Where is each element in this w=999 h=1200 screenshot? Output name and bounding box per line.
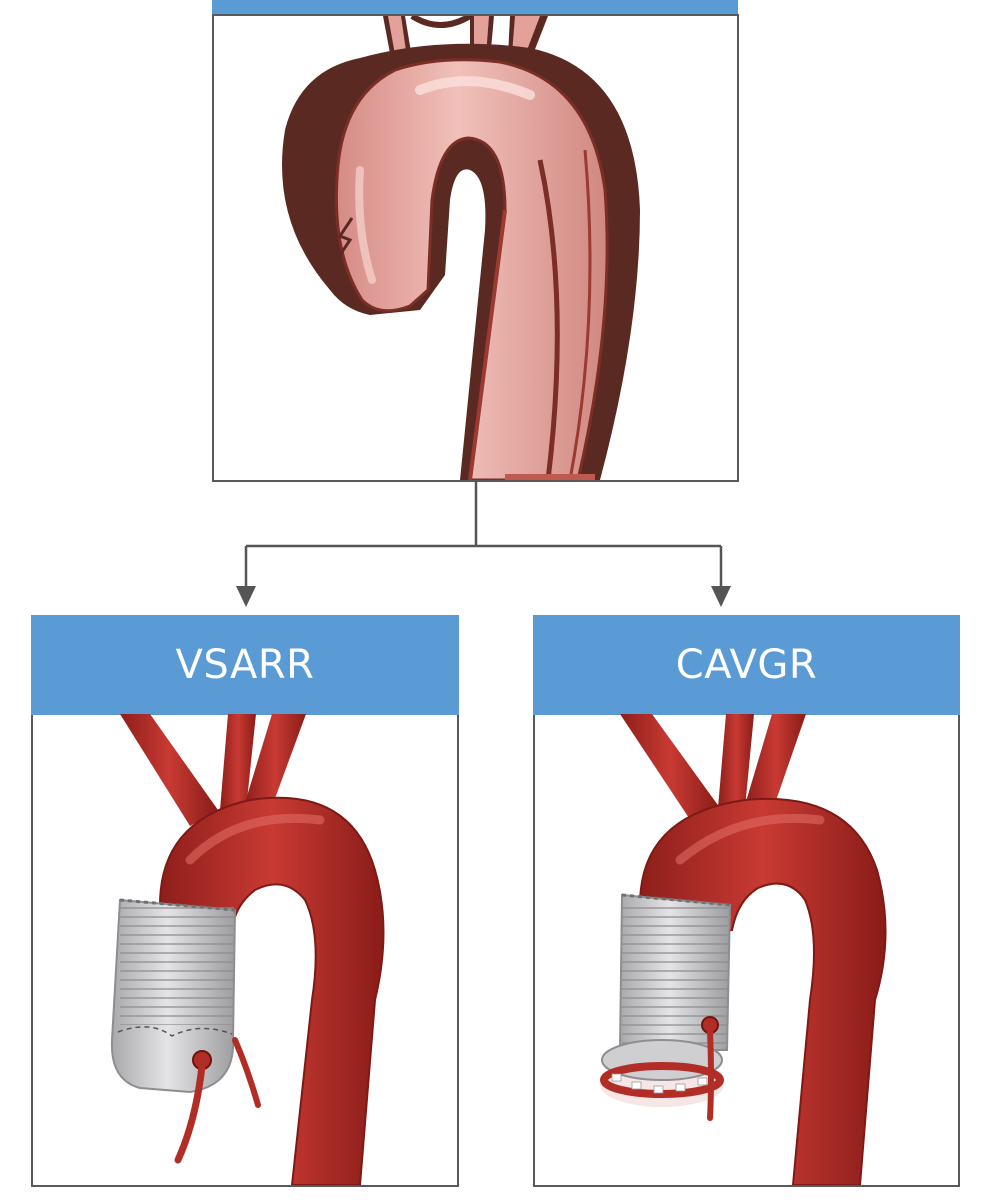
- vsarr-illustration: [110, 714, 385, 1185]
- connector-lines: [244, 482, 723, 590]
- top-panel-header: [212, 0, 738, 16]
- vsarr-label: VSARR: [175, 642, 315, 688]
- vsarr-header: VSARR: [31, 615, 459, 715]
- arrow-right: [711, 586, 731, 607]
- cavgr-illustration: [600, 714, 887, 1185]
- arrow-left: [236, 586, 256, 607]
- cavgr-header: CAVGR: [533, 615, 960, 715]
- dissected-aorta-illustration: [282, 16, 640, 480]
- cavgr-label: CAVGR: [675, 642, 818, 688]
